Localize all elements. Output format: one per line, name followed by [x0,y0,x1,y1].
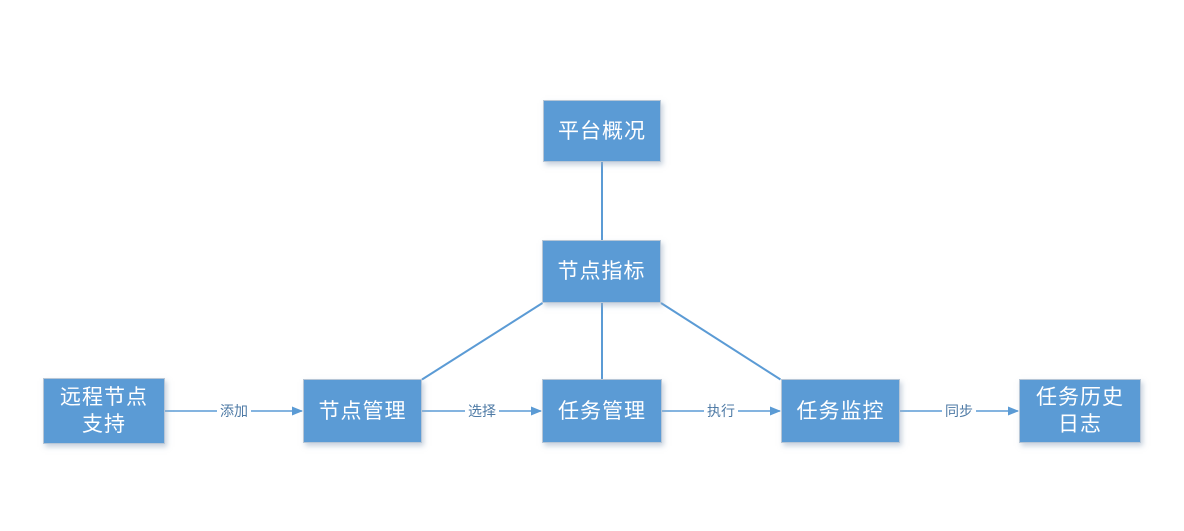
edge-label-execute: 执行 [704,403,738,419]
node-task-management: 任务管理 [542,379,662,443]
node-label-line1: 任务历史 [1036,386,1124,409]
node-label: 任务管理 [558,399,646,423]
node-label-line1: 远程节点 [60,386,148,409]
node-node-metrics: 节点指标 [542,240,661,303]
connector-metrics-to-node-management [421,302,544,381]
node-label: 节点管理 [318,399,407,423]
node-task-monitoring: 任务监控 [781,379,900,443]
node-label-line2: 日志 [1058,413,1102,436]
node-remote-node-support: 远程节点 支持 [43,378,165,444]
connector-metrics-to-task-monitoring [660,302,782,381]
edge-label-sync: 同步 [942,403,976,419]
node-label: 任务监控 [796,399,885,423]
node-label: 节点指标 [557,260,646,283]
edge-label-select: 选择 [465,403,499,419]
node-label: 平台概况 [558,119,646,143]
edge-label-add: 添加 [217,403,251,419]
node-node-management: 节点管理 [303,379,422,443]
node-platform-overview: 平台概况 [543,100,661,162]
node-task-history-log: 任务历史 日志 [1019,379,1141,443]
node-label-line2: 支持 [82,413,126,436]
